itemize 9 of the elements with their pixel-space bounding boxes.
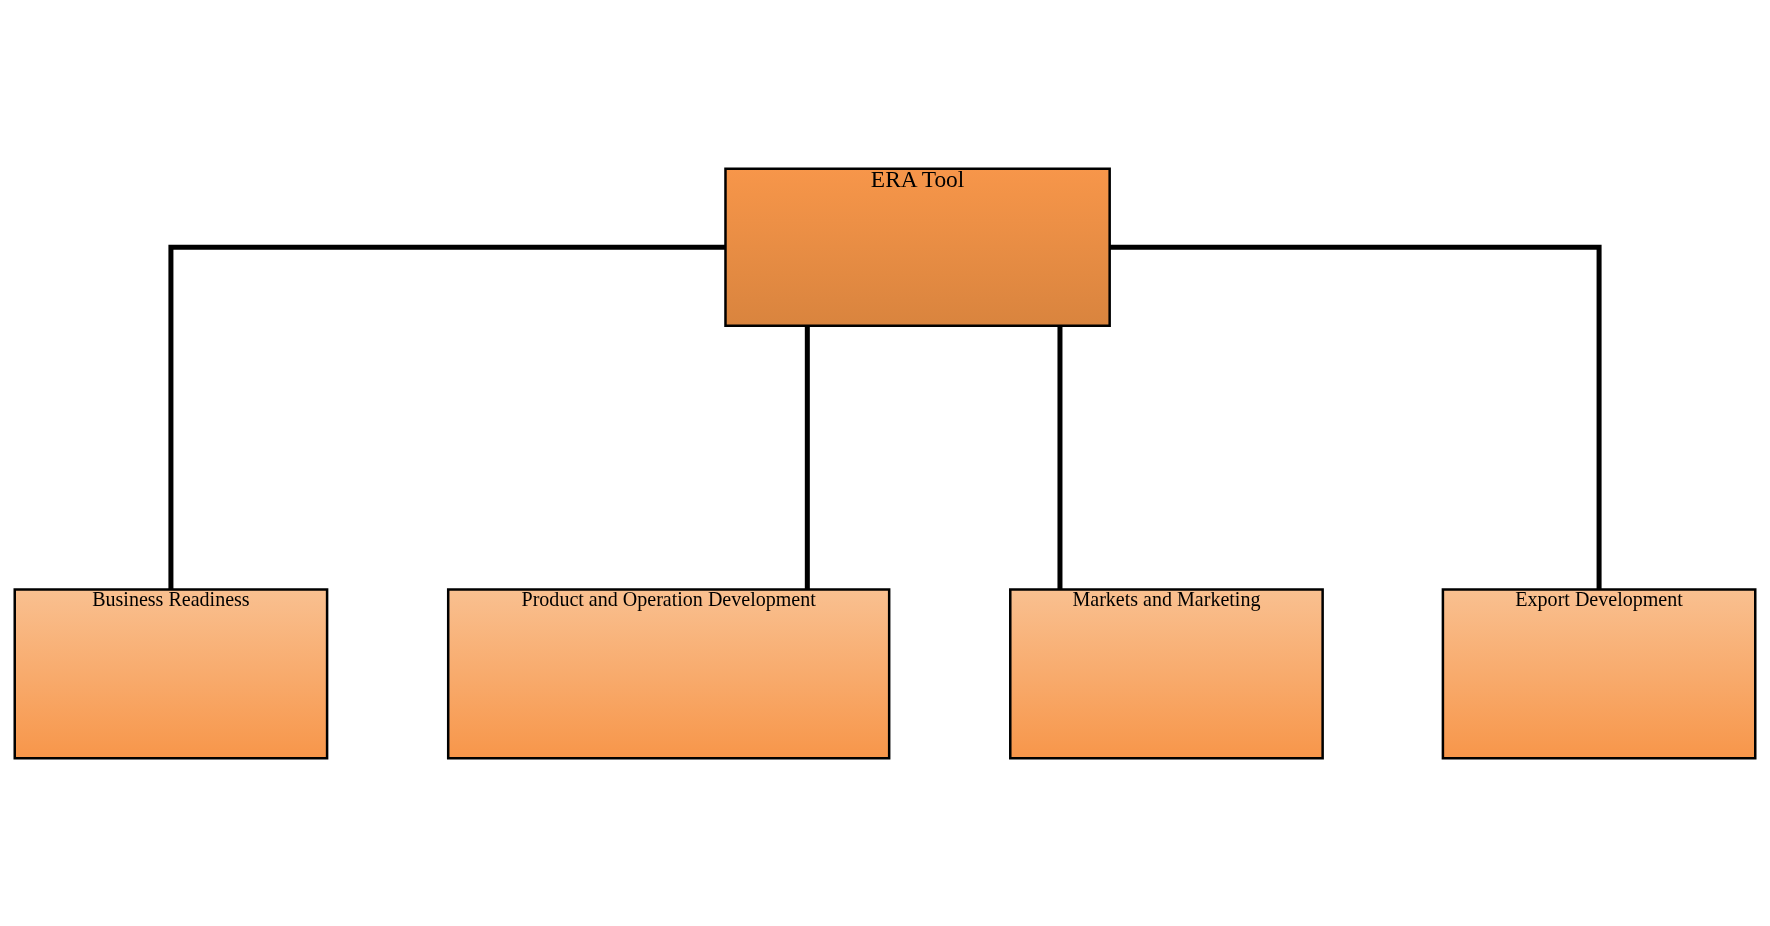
node-box: ERA Tool [724, 166, 1111, 327]
node-box: Export Development [1441, 587, 1757, 760]
connector [1057, 325, 1063, 589]
node-box: Markets and Marketing [1009, 587, 1324, 760]
node-box: Product and Operation Development [446, 587, 891, 760]
connector [168, 244, 726, 589]
connector [804, 325, 810, 589]
connector [1109, 244, 1602, 589]
node-box: Business Readiness [13, 587, 329, 760]
